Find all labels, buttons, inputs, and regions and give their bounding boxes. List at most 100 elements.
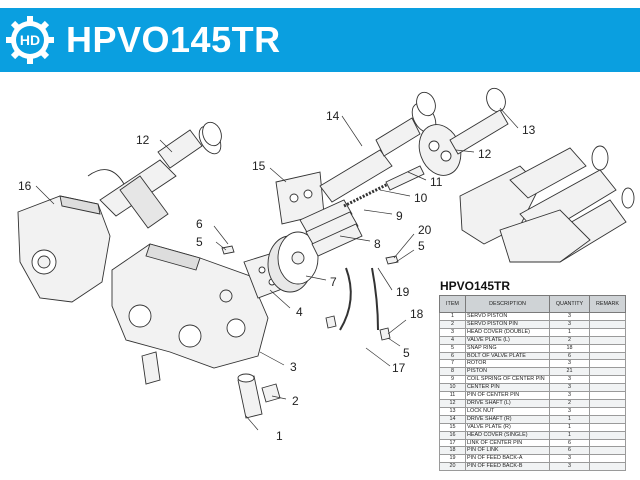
- remark-cell: [589, 327, 626, 337]
- description-cell: HEAD COVER (SINGLE): [465, 430, 550, 440]
- page-title: HPVO145TR: [66, 19, 281, 60]
- quantity-cell: 2: [549, 335, 590, 345]
- callout-16: 16: [18, 179, 32, 193]
- parts-table-header: ITEM DESCRIPTION QUANTITY REMARK: [439, 295, 626, 313]
- remark-cell: [589, 359, 626, 369]
- assembled-view: [459, 145, 635, 263]
- remark-cell: [589, 319, 626, 329]
- description-cell: HEAD COVER (DOUBLE): [465, 327, 550, 337]
- servo-piston-pin-part: [261, 383, 281, 403]
- item-cell: 1: [439, 312, 466, 321]
- callout-7: 7: [330, 275, 337, 289]
- description-cell: SERVO PISTON PIN: [465, 319, 550, 329]
- item-cell: 16: [439, 430, 466, 440]
- description-cell: CENTER PIN: [465, 383, 550, 393]
- quantity-cell: 1: [549, 430, 590, 440]
- callout-8: 8: [374, 237, 381, 251]
- callout-2: 2: [292, 394, 299, 408]
- logo-text: HD: [20, 32, 40, 48]
- remark-cell: [589, 422, 626, 432]
- quantity-cell: 21: [549, 367, 590, 377]
- item-cell: 14: [439, 414, 466, 424]
- description-cell: VALVE PLATE (R): [465, 422, 550, 432]
- pistons-part: [299, 199, 363, 257]
- remark-cell: [589, 430, 626, 440]
- head-cover-double-part: [111, 243, 269, 369]
- exploded-view-drawing: 1 2 3 4 5 5 5 6 7 8 9 10 11 12 12 13 14 …: [17, 87, 635, 443]
- item-cell: 15: [439, 422, 466, 432]
- callout-5-bottom: 5: [403, 346, 410, 360]
- callout-11: 11: [430, 175, 443, 189]
- quantity-cell: 3: [549, 359, 590, 369]
- callout-12-left: 12: [136, 133, 150, 147]
- quantity-cell: 3: [549, 391, 590, 400]
- remark-cell: [589, 446, 626, 456]
- item-cell: 13: [439, 406, 466, 416]
- quantity-cell: 3: [549, 454, 590, 464]
- callout-20: 20: [418, 223, 432, 237]
- remark-cell: [589, 335, 626, 345]
- description-cell: VALVE PLATE (L): [465, 335, 550, 345]
- quantity-cell: 3: [549, 319, 590, 329]
- remark-cell: [589, 454, 626, 464]
- remark-cell: [589, 391, 626, 400]
- item-cell: 2: [439, 319, 466, 329]
- callout-19: 19: [396, 285, 410, 299]
- item-cell: 19: [439, 454, 466, 464]
- quantity-cell: 1: [549, 422, 590, 432]
- hd-gear-logo-icon: HD: [6, 16, 54, 64]
- remark-cell: [589, 414, 626, 424]
- quantity-cell: 6: [549, 438, 590, 448]
- quantity-cell: 6: [549, 351, 590, 361]
- callout-6: 6: [196, 217, 203, 231]
- quantity-cell: 1: [549, 414, 590, 424]
- callout-4: 4: [296, 305, 303, 319]
- quantity-cell: 3: [549, 312, 590, 321]
- item-cell: 5: [439, 343, 466, 353]
- column-header-item: ITEM: [439, 295, 466, 313]
- lock-nut-part: [202, 121, 222, 147]
- quantity-cell: 6: [549, 446, 590, 456]
- description-cell: LINK OF CENTER PIN: [465, 438, 550, 448]
- remark-cell: [589, 351, 626, 361]
- remark-cell: [589, 462, 626, 472]
- column-header-remark: REMARK: [589, 295, 626, 313]
- quantity-cell: 18: [549, 343, 590, 353]
- pin-part: [379, 327, 391, 341]
- quantity-cell: 3: [549, 383, 590, 393]
- quantity-cell: 3: [549, 375, 590, 385]
- description-cell: PIN OF FEED BACK-B: [465, 462, 550, 472]
- description-cell: DRIVE SHAFT (R): [465, 414, 550, 424]
- valve-plate-right-part: [275, 171, 325, 225]
- rotor-part: [267, 231, 319, 293]
- pin-part: [385, 255, 399, 265]
- quantity-cell: 3: [549, 462, 590, 472]
- callout-17: 17: [392, 361, 406, 375]
- remark-cell: [589, 438, 626, 448]
- item-cell: 4: [439, 335, 466, 345]
- callout-1: 1: [276, 429, 283, 443]
- description-cell: PISTON: [465, 367, 550, 377]
- parts-table-title: HPVO145TR: [440, 279, 511, 293]
- item-cell: 7: [439, 359, 466, 369]
- lock-nut-part: [416, 91, 436, 117]
- item-cell: 18: [439, 446, 466, 456]
- remark-cell: [589, 383, 626, 393]
- quantity-cell: 1: [549, 327, 590, 337]
- remark-cell: [589, 398, 626, 408]
- item-cell: 9: [439, 375, 466, 385]
- callout-9: 9: [396, 209, 403, 223]
